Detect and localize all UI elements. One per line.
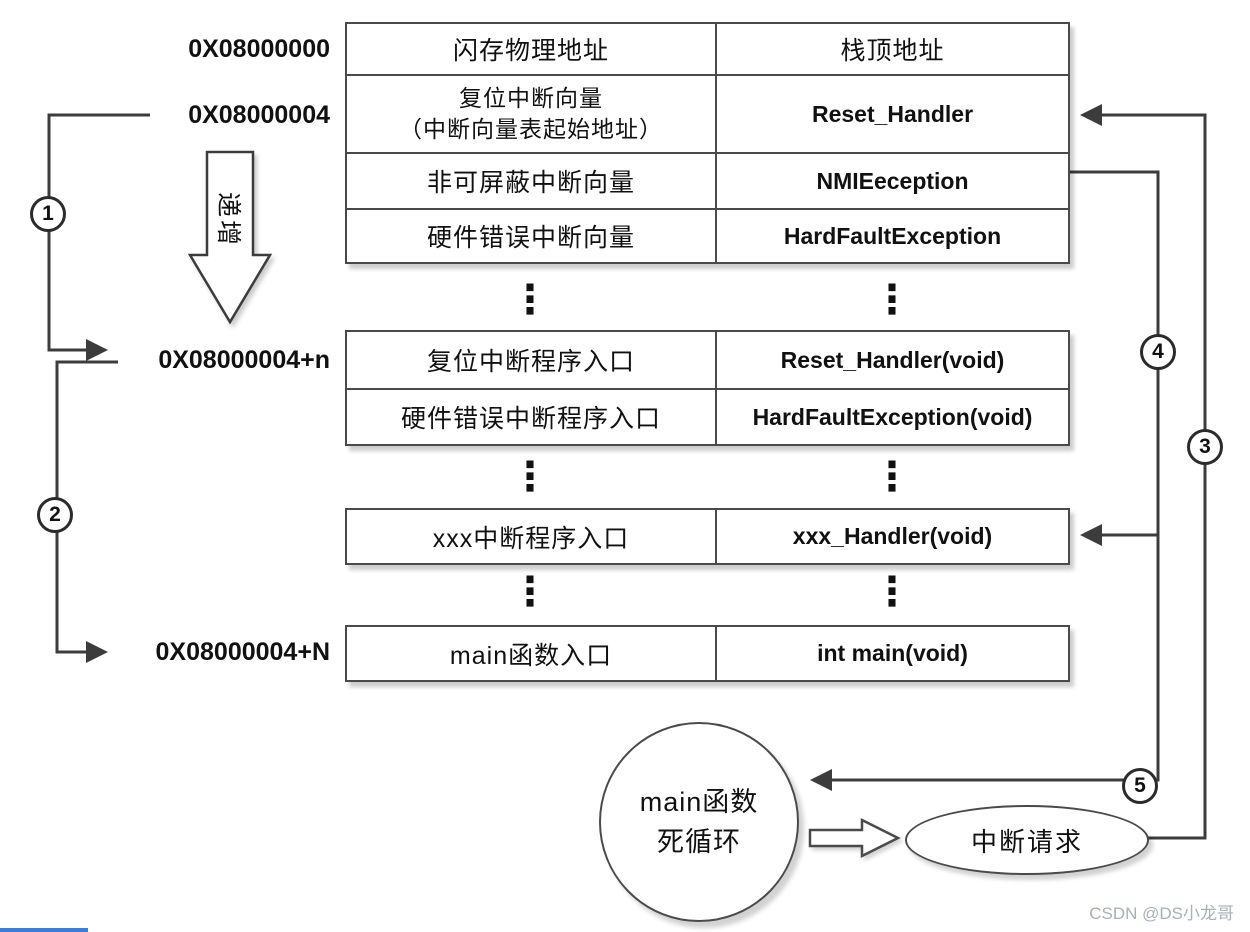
cell-flash-address: 闪存物理地址 (347, 24, 717, 74)
cell-reset-vector-line1: 复位中断向量 (459, 84, 603, 111)
cell-reset-handler-void: Reset_Handler(void) (780, 346, 1005, 373)
vector-table-group-4: main函数入口 int main(void) (345, 625, 1070, 682)
cell-hardfault-exception: HardFaultException (783, 222, 1002, 249)
watermark-text: CSDN @DS小龙哥 (1089, 904, 1234, 923)
step-badge-1: 1 (30, 196, 66, 232)
cell-reset-vector: 复位中断向量 （中断向量表起始地址） (347, 76, 717, 152)
vector-table-group-1: 闪存物理地址 栈顶地址 复位中断向量 （中断向量表起始地址） Reset_Han… (345, 22, 1070, 264)
cell-reset-entry: 复位中断程序入口 (347, 332, 717, 388)
table-row-hardfault-vector: 硬件错误中断向量 HardFaultException (347, 208, 1068, 262)
step-badge-5-digit: 5 (1134, 774, 1146, 797)
step-badge-4: 4 (1140, 334, 1176, 370)
connector-line-step3 (1098, 113, 1207, 840)
vertical-ellipsis: ⋮ (510, 455, 550, 499)
vector-table-group-3: xxx中断程序入口 xxx_Handler(void) (345, 508, 1070, 565)
table-row-reset-entry: 复位中断程序入口 Reset_Handler(void) (347, 332, 1068, 388)
step-badge-2-digit: 2 (49, 503, 61, 526)
bottom-blue-strip (0, 928, 88, 932)
address-label-0: 0X08000000 (188, 35, 330, 63)
cell-reset-handler: Reset_Handler (811, 100, 974, 127)
table-row-main-entry: main函数入口 int main(void) (347, 627, 1068, 680)
cell-xxx-entry: xxx中断程序入口 (347, 510, 717, 563)
cell-main-entry: main函数入口 (347, 627, 717, 680)
cell-nmi-vector: 非可屏蔽中断向量 (347, 154, 717, 208)
cell-stack-top: 栈顶地址 (840, 37, 945, 65)
cell-hardfault-vector: 硬件错误中断向量 (347, 210, 717, 262)
step-badge-4-digit: 4 (1152, 340, 1164, 363)
cell-int-main-void: int main(void) (817, 640, 968, 666)
cell-hardfault-entry: 硬件错误中断程序入口 (347, 390, 717, 444)
increase-arrow-label: 递增 (214, 191, 242, 248)
main-loop-line1: main函数 (639, 786, 759, 817)
cell-hardfault-exception-void: HardFaultException(void) (752, 403, 1033, 430)
address-label-1: 0X08000004 (188, 101, 330, 129)
arrowhead-left-xxx (1080, 524, 1102, 546)
main-loop-circle: main函数 死循环 (599, 722, 799, 922)
address-label-3: 0X08000004+N (155, 638, 330, 666)
cell-reset-vector-line2: （中断向量表起始地址） (399, 116, 663, 142)
vertical-ellipsis: ⋮ (872, 455, 912, 499)
table-row-flash-address: 闪存物理地址 栈顶地址 (347, 24, 1068, 74)
step-badge-5: 5 (1122, 768, 1158, 804)
step-badge-3: 3 (1187, 429, 1223, 465)
main-loop-line2: 死循环 (657, 827, 741, 857)
address-label-2: 0X08000004+n (158, 346, 330, 374)
vertical-ellipsis: ⋮ (872, 570, 912, 614)
increase-arrow (187, 150, 273, 325)
vertical-ellipsis: ⋮ (872, 278, 912, 322)
interrupt-request-label: 中断请求 (970, 826, 1083, 857)
table-row-nmi-vector: 非可屏蔽中断向量 NMIEeception (347, 152, 1068, 208)
cell-nmi-exception: NMIEeception (816, 167, 969, 194)
vector-table-group-2: 复位中断程序入口 Reset_Handler(void) 硬件错误中断程序入口 … (345, 330, 1070, 446)
vertical-ellipsis: ⋮ (510, 570, 550, 614)
arrowhead-left-reset (1080, 104, 1102, 126)
vertical-ellipsis: ⋮ (510, 278, 550, 322)
step-badge-1-digit: 1 (42, 202, 54, 225)
interrupt-request-ellipse: 中断请求 (905, 805, 1149, 875)
bracket-line-step1 (47, 113, 150, 352)
table-row-hardfault-entry: 硬件错误中断程序入口 HardFaultException(void) (347, 388, 1068, 444)
table-row-reset-vector: 复位中断向量 （中断向量表起始地址） Reset_Handler (347, 74, 1068, 152)
step-badge-2: 2 (37, 497, 73, 533)
cell-xxx-handler-void: xxx_Handler(void) (792, 523, 993, 549)
arrowhead-left-mainloop (810, 769, 832, 791)
table-row-xxx-entry: xxx中断程序入口 xxx_Handler(void) (347, 510, 1068, 563)
step-badge-3-digit: 3 (1199, 435, 1211, 458)
